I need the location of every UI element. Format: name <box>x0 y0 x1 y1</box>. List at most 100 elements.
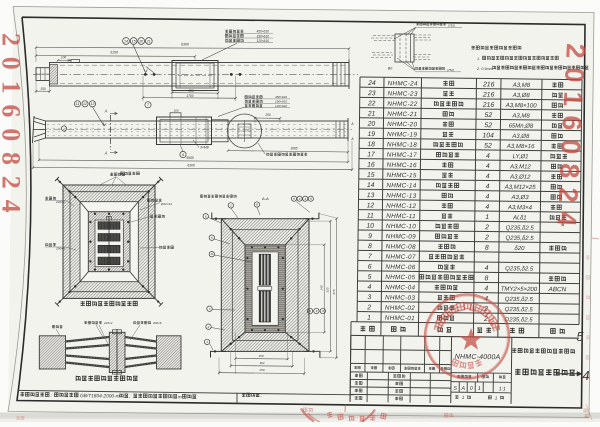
svg-text:S: S <box>453 386 457 392</box>
svg-text:2: 2 <box>484 224 489 231</box>
svg-text:A3,Ø8: A3,Ø8 <box>511 134 530 140</box>
svg-text:2. 0.5mm: 2. 0.5mm <box>476 67 493 71</box>
svg-text:450×610: 450×610 <box>275 95 287 99</box>
svg-text:250×4: 250×4 <box>55 247 65 251</box>
svg-text:15: 15 <box>132 39 136 43</box>
svg-text:NHMC-08: NHMC-08 <box>386 243 416 250</box>
svg-text:Q235,δ2.5: Q235,δ2.5 <box>505 266 534 272</box>
svg-text:NHMC-04: NHMC-04 <box>385 284 415 291</box>
svg-text:2: 2 <box>366 304 371 311</box>
svg-text:4: 4 <box>485 194 489 201</box>
svg-text:150: 150 <box>258 354 263 358</box>
svg-text:7: 7 <box>368 253 372 260</box>
svg-text:6: 6 <box>368 264 372 271</box>
svg-text:9: 9 <box>368 233 372 240</box>
svg-text:21: 21 <box>146 39 151 43</box>
svg-text:ABCN: ABCN <box>548 286 567 293</box>
svg-text:250: 250 <box>258 368 264 372</box>
svg-text:Q235,δ2.5: Q235,δ2.5 <box>506 225 535 231</box>
svg-text:A3,M8: A3,M8 <box>512 83 531 89</box>
svg-text:530: 530 <box>188 89 194 93</box>
svg-text:190×610: 190×610 <box>257 34 270 38</box>
svg-text:A-A: A-A <box>261 196 269 201</box>
svg-text:17: 17 <box>367 151 375 158</box>
svg-text:A3,M3×4: A3,M3×4 <box>507 205 533 211</box>
svg-text:13: 13 <box>91 102 95 106</box>
svg-text:1: 1 <box>485 214 489 221</box>
svg-text:A3,Ø12: A3,Ø12 <box>509 175 531 181</box>
svg-text:Q235,δ2.5: Q235,δ2.5 <box>505 307 534 313</box>
svg-text:450×610: 450×610 <box>257 30 270 34</box>
svg-text:NHMC-15: NHMC-15 <box>387 172 417 179</box>
svg-text:14: 14 <box>124 39 128 43</box>
svg-text:NHMC-17: NHMC-17 <box>387 152 417 159</box>
svg-text:TMY2×5×200: TMY2×5×200 <box>501 287 538 293</box>
svg-text:Q235,δ2.5: Q235,δ2.5 <box>505 236 534 242</box>
svg-text:220×2: 220×2 <box>103 321 113 325</box>
svg-text:23: 23 <box>367 90 376 97</box>
svg-text:2: 2 <box>229 203 232 207</box>
svg-text:NHMC-02: NHMC-02 <box>385 305 415 312</box>
svg-text:A3,M12: A3,M12 <box>509 164 531 170</box>
svg-text:A: A <box>104 151 108 156</box>
svg-text:Q235,δ2.5: Q235,δ2.5 <box>505 297 534 303</box>
svg-text:NHMC-18: NHMC-18 <box>387 141 417 148</box>
svg-text:4: 4 <box>485 265 489 272</box>
svg-text:,: , <box>129 394 130 399</box>
svg-text:16: 16 <box>367 162 375 169</box>
svg-text:216: 216 <box>482 92 495 99</box>
svg-text:NHMC-23: NHMC-23 <box>388 90 418 97</box>
svg-text:14: 14 <box>367 182 375 189</box>
svg-text:104: 104 <box>482 132 494 139</box>
svg-text:A: A <box>460 386 465 392</box>
svg-text:8: 8 <box>368 243 372 250</box>
svg-text:A3,M8×16: A3,M8×16 <box>506 144 535 150</box>
svg-text:11: 11 <box>76 102 80 106</box>
svg-text:A3,M8×100: A3,M8×100 <box>505 103 538 109</box>
svg-text:10: 10 <box>366 223 374 230</box>
svg-text:525: 525 <box>326 287 330 292</box>
svg-text:Al,δ1: Al,δ1 <box>512 215 527 221</box>
svg-text:220×2: 220×2 <box>55 200 65 204</box>
svg-text:4: 4 <box>486 183 490 190</box>
svg-text:200: 200 <box>264 113 271 117</box>
svg-text:302: 302 <box>259 361 264 365</box>
svg-text:3: 3 <box>367 294 371 301</box>
svg-text:290×610: 290×610 <box>274 100 287 104</box>
svg-text:150: 150 <box>40 87 46 91</box>
svg-text:24: 24 <box>367 80 376 87</box>
svg-text:A3,M12×25: A3,M12×25 <box>504 185 537 191</box>
svg-text:4: 4 <box>486 173 490 180</box>
svg-text:NHMC-13: NHMC-13 <box>386 192 416 199</box>
svg-text:21: 21 <box>367 111 376 118</box>
svg-text:Q235,δ2.5: Q235,δ2.5 <box>504 317 533 323</box>
svg-text:NHMC-24: NHMC-24 <box>388 80 418 87</box>
svg-text:1: 1 <box>367 315 371 322</box>
svg-text:216: 216 <box>482 102 495 109</box>
svg-text:A: A <box>104 109 108 114</box>
svg-text:NHMC-11: NHMC-11 <box>386 213 416 220</box>
svg-text:NHMC-03: NHMC-03 <box>385 294 415 301</box>
svg-text:NHMC-14: NHMC-14 <box>386 182 416 189</box>
svg-text:NHMC-06: NHMC-06 <box>385 264 415 271</box>
svg-text:(752): (752) <box>448 24 455 28</box>
svg-text:NHMC-09: NHMC-09 <box>386 233 416 240</box>
svg-text:A3,Ø8: A3,Ø8 <box>512 93 531 99</box>
svg-text:140: 140 <box>320 285 324 290</box>
svg-text:δ20: δ20 <box>514 246 525 252</box>
svg-text:GB/T1804-2000-m: GB/T1804-2000-m <box>80 393 120 400</box>
svg-text:NHMC-12: NHMC-12 <box>386 203 416 210</box>
svg-text:0: 0 <box>470 386 473 392</box>
svg-text:A: A <box>350 137 353 141</box>
svg-text:5950: 5950 <box>186 156 194 160</box>
svg-text:4: 4 <box>485 204 489 211</box>
svg-text:670: 670 <box>332 289 336 294</box>
svg-text:4: 4 <box>486 163 490 170</box>
svg-text:15: 15 <box>367 172 375 179</box>
svg-text:NHMC-16: NHMC-16 <box>387 162 417 169</box>
svg-text:8: 8 <box>485 245 489 252</box>
svg-text:18: 18 <box>367 141 375 148</box>
svg-text:A3,Ø3: A3,Ø3 <box>511 195 530 201</box>
svg-text:B0: B0 <box>388 67 392 71</box>
svg-text:NHMC-19: NHMC-19 <box>387 131 417 138</box>
